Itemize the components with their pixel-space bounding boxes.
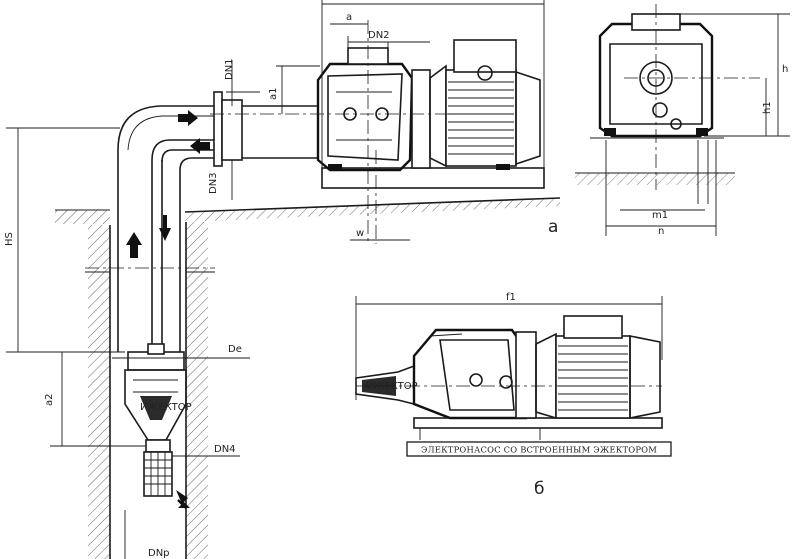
label-fig-b: б — [534, 479, 544, 499]
svg-text:ИЖЕКТОР: ИЖЕКТОР — [366, 381, 418, 392]
label-hs: HS — [4, 232, 15, 246]
dimension-lines-pump — [226, 0, 545, 241]
label-dnp: DNp — [148, 548, 170, 559]
injector-assembly: ИЖЕКТОР — [124, 343, 192, 509]
label-m1: m1 — [652, 210, 668, 221]
ground-surface — [55, 172, 735, 224]
label-w: w — [356, 228, 364, 239]
ejector-pump-view: ИЖЕКТОР — [355, 296, 663, 440]
label-a1: a1 — [268, 88, 279, 101]
label-dn2: DN2 — [368, 30, 390, 41]
label-dn1: DN1 — [224, 58, 235, 80]
label-fig-a: а — [548, 217, 558, 237]
label-de: De — [228, 344, 242, 355]
dimension-lines-well — [6, 127, 250, 559]
label-a: a — [346, 12, 352, 23]
well-shaft — [85, 222, 215, 559]
pump-side-view — [210, 20, 545, 244]
label-a2: a2 — [44, 394, 55, 407]
label-h: h — [782, 64, 788, 75]
label-dn4: DN4 — [214, 444, 236, 455]
label-h1: h1 — [762, 101, 773, 114]
label-dn3: DN3 — [208, 172, 219, 194]
labels: DN2 a DN1 a1 DN3 HS a2 De DN4 DNp w h h1… — [4, 12, 788, 559]
svg-text:ИЖЕКТОР: ИЖЕКТОР — [140, 402, 192, 413]
caption-box: ЭЛЕКТРОНАСОС СО ВСТРОЕННЫМ ЭЖЕКТОРОМ — [406, 441, 672, 457]
label-n: n — [658, 226, 664, 237]
pump-front-view — [590, 4, 790, 236]
pipe-system — [86, 91, 318, 352]
label-f1: f1 — [506, 292, 516, 303]
caption-text: ЭЛЕКТРОНАСОС СО ВСТРОЕННЫМ ЭЖЕКТОРОМ — [421, 445, 657, 455]
